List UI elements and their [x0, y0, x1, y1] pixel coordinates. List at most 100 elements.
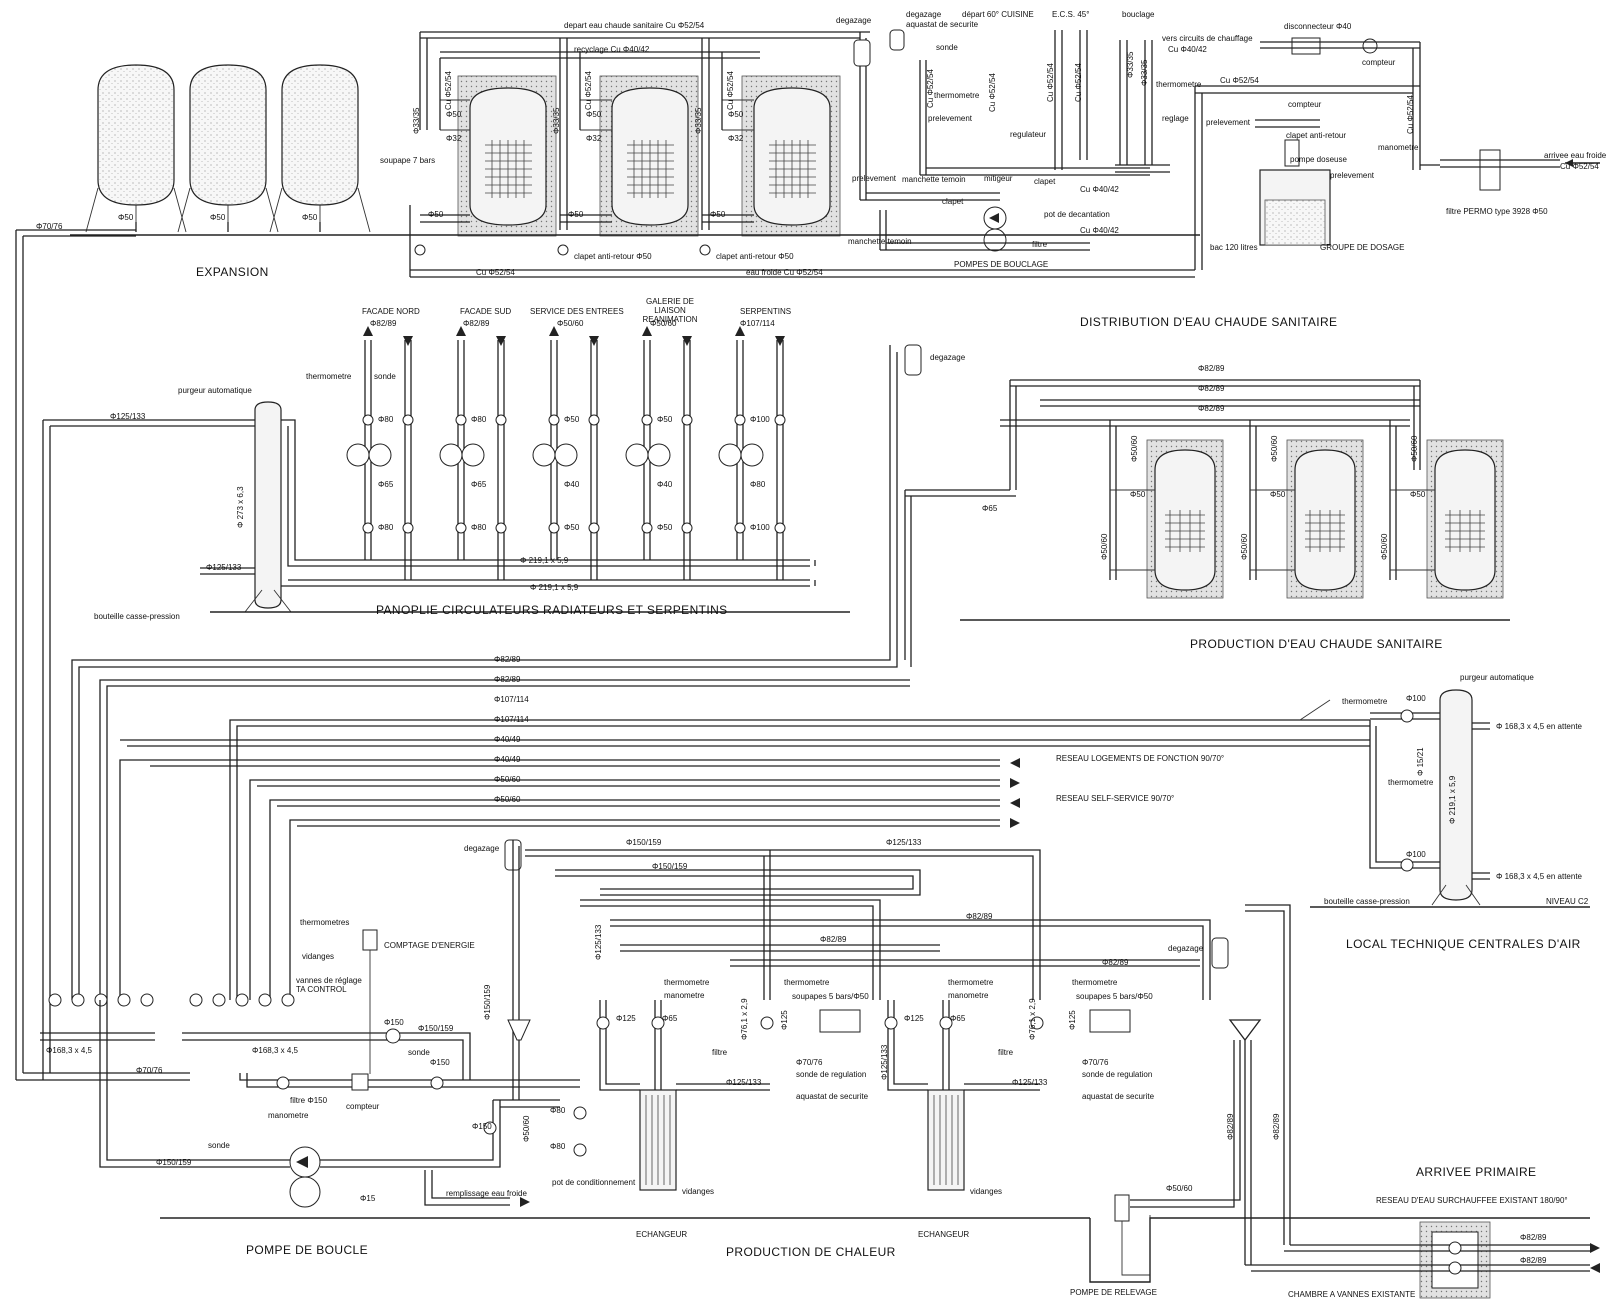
label-chaleur-150159-a: Φ150/159: [626, 838, 662, 847]
arrivee-primaire: [1245, 1221, 1600, 1299]
label-cu-4042-c: Cu Φ40/42: [1168, 45, 1207, 54]
label-vannes-reglage: vannes de réglage TA CONTROL: [296, 976, 362, 994]
circuit-v2: Φ65: [471, 480, 487, 489]
label-chaleur-150-a: Φ150: [384, 1018, 404, 1027]
label-primaire-8289-a: Φ82/89: [1520, 1233, 1547, 1242]
title-distribution-ecs: DISTRIBUTION D'EAU CHAUDE SANITAIRE: [1080, 315, 1338, 329]
label-phi-3335-v1: Φ33/35: [412, 107, 421, 134]
title-arrivee-primaire: ARRIVEE PRIMAIRE: [1416, 1165, 1537, 1179]
label-phi-219: Φ 219,1 x 5,9: [1448, 775, 1457, 824]
label-phi-50-e: Φ50: [568, 210, 584, 219]
label-chaleur-761-a: Φ76,1 x 2,9: [740, 998, 749, 1040]
network-pipe-label: Φ107/114: [494, 695, 529, 704]
circuit-name: SERVICE DES ENTREES: [530, 307, 624, 316]
label-chaleur-125133-b: Φ125/133: [726, 1078, 762, 1087]
label-prod-65: Φ65: [982, 504, 998, 513]
degazage-chaleur-2-icon: [1211, 937, 1229, 969]
bouteille-casse-pression-1-icon: [244, 401, 292, 613]
label-echangeur-2: ECHANGEUR: [918, 1230, 970, 1239]
label-depart-ecs: depart eau chaude sanitaire Cu Φ52/54: [564, 21, 705, 30]
title-expansion: EXPANSION: [196, 265, 269, 279]
label-chaleur-150-b: Φ150: [430, 1058, 450, 1067]
network-pipe-label: Φ50/60: [494, 775, 521, 784]
circuit-v1: Φ80: [378, 415, 394, 424]
label-chaleur-150159-v: Φ150/159: [483, 984, 492, 1020]
label-soupapes-1: soupapes 5 bars/Φ50: [792, 992, 869, 1001]
label-chaleur-1683: Φ168,3 x 4,5: [46, 1046, 92, 1055]
label-regulateur: regulateur: [1010, 130, 1047, 139]
distribution-ecs: [400, 29, 1600, 278]
label-dist-cu-5254-a: Cu Φ52/54: [926, 69, 935, 108]
label-pompe-doseuse: pompe doseuse: [1290, 155, 1347, 164]
label-prod-5060-e: Φ50/60: [1240, 533, 1249, 560]
label-prod-50-c: Φ50: [1410, 490, 1426, 499]
label-recyclage: recyclage Cu Φ40/42: [574, 45, 650, 54]
label-chaleur-125133-v2: Φ125/133: [880, 1044, 889, 1080]
label-prod-5060-d: Φ50/60: [1100, 533, 1109, 560]
label-degazage-chaleur-2: degazage: [1168, 944, 1204, 953]
label-dist-cu-5254-c: Cu Φ52/54: [1046, 63, 1055, 102]
circuit-v2: Φ80: [750, 480, 766, 489]
label-chaleur-65-a: Φ65: [662, 1014, 678, 1023]
circuit-v1: Φ50: [657, 415, 673, 424]
label-chaleur-125133-v1: Φ125/133: [594, 924, 603, 960]
label-thermometre-chaleur-4: thermometre: [1072, 978, 1118, 987]
label-filtre-permo: filtre PERMO type 3928 Φ50: [1446, 207, 1548, 216]
label-pompes-bouclage: POMPES DE BOUCLAGE: [954, 260, 1049, 269]
label-chaleur-150-c: Φ150: [472, 1122, 492, 1131]
label-dist-phi-3335-b: Φ33/35: [1140, 59, 1149, 86]
label-sonde-regulation-2: sonde de regulation: [1082, 1070, 1153, 1079]
circuit-dia: Φ50/60: [650, 319, 677, 328]
groupe-dosage-icon: [1259, 139, 1331, 246]
ecs-tank-2-icon: [599, 75, 699, 237]
label-manchette-temoin-1: manchette temoin: [902, 175, 966, 184]
label-cu-5254-v2: Cu Φ52/54: [584, 71, 593, 110]
circuit-v2: Φ40: [657, 480, 673, 489]
label-phi-32-a: Φ32: [446, 134, 462, 143]
expansion-vessels: [70, 64, 400, 236]
label-collector-1: Φ 219,1 x 5,9: [520, 556, 569, 565]
label-sonde-chaleur-2: sonde: [208, 1141, 230, 1150]
label-aquastat-dist: aquastat de securite: [906, 20, 979, 29]
label-filtre-chaleur-2: filtre: [998, 1048, 1014, 1057]
label-cu-5254-dist-v: Cu Φ52/54: [1406, 95, 1415, 134]
label-prod-8289-c: Φ82/89: [1198, 404, 1225, 413]
label-dist-phi-3335-a: Φ33/35: [1126, 51, 1135, 78]
arrivee-eau-froide-arrow-icon: [1565, 159, 1600, 167]
label-purgeur-panoplie: purgeur automatique: [178, 386, 252, 395]
label-thermometre-chaleur-3: thermometre: [948, 978, 994, 987]
circuit-dia: Φ82/89: [370, 319, 397, 328]
label-prelevement-dist-4: prelevement: [1330, 171, 1375, 180]
circulator-pumps-icon: [346, 443, 764, 467]
circuit-name: SERPENTINS: [740, 307, 792, 316]
label-prod-5060-f: Φ50/60: [1380, 533, 1389, 560]
label-soupape: soupape 7 bars: [380, 156, 436, 165]
comptage-energie-icon: [362, 929, 378, 1074]
label-thermometre-local-2: thermometre: [1388, 778, 1434, 787]
title-pompe-boucle: POMPE DE BOUCLE: [246, 1243, 369, 1257]
soupapes-icon: [819, 1009, 1131, 1033]
label-phi-100-a: Φ100: [1406, 694, 1426, 703]
label-chaleur-8289-v1: Φ82/89: [1226, 1113, 1235, 1140]
label-manometre-dist: manometre: [1378, 143, 1419, 152]
label-thermometre-local: thermometre: [1342, 697, 1388, 706]
label-chaleur-80-b: Φ80: [550, 1142, 566, 1151]
chambre-valves-icon: [1448, 1241, 1462, 1275]
label-vidanges-a: vidanges: [302, 952, 335, 961]
label-chaleur-761-b: Φ76,1 x 2,9: [1028, 998, 1037, 1040]
title-production-ecs: PRODUCTION D'EAU CHAUDE SANITAIRE: [1190, 637, 1443, 651]
label-chaleur-125-v2: Φ125: [1068, 1010, 1077, 1030]
label-prod-5060-b: Φ50/60: [1270, 435, 1279, 462]
label-clapet-dist: clapet: [1034, 177, 1056, 186]
label-reseau-logements: RESEAU LOGEMENTS DE FONCTION 90/70°: [1056, 754, 1225, 763]
degazage-pot-icon: [853, 29, 905, 67]
echangeur-1-icon: [639, 1089, 677, 1191]
collector-valves-icon: [48, 993, 295, 1007]
label-reglage: reglage: [1162, 114, 1189, 123]
label-bouteille-local: bouteille casse-pression: [1324, 897, 1410, 906]
label-clapet-dist-2: clapet: [942, 197, 964, 206]
circuit-v3: Φ50: [564, 523, 580, 532]
ecs-prod-tank-1-icon: [1146, 439, 1224, 599]
label-chaleur-125-a: Φ125: [616, 1014, 636, 1023]
expansion-outlet-label: Φ50: [210, 213, 226, 222]
